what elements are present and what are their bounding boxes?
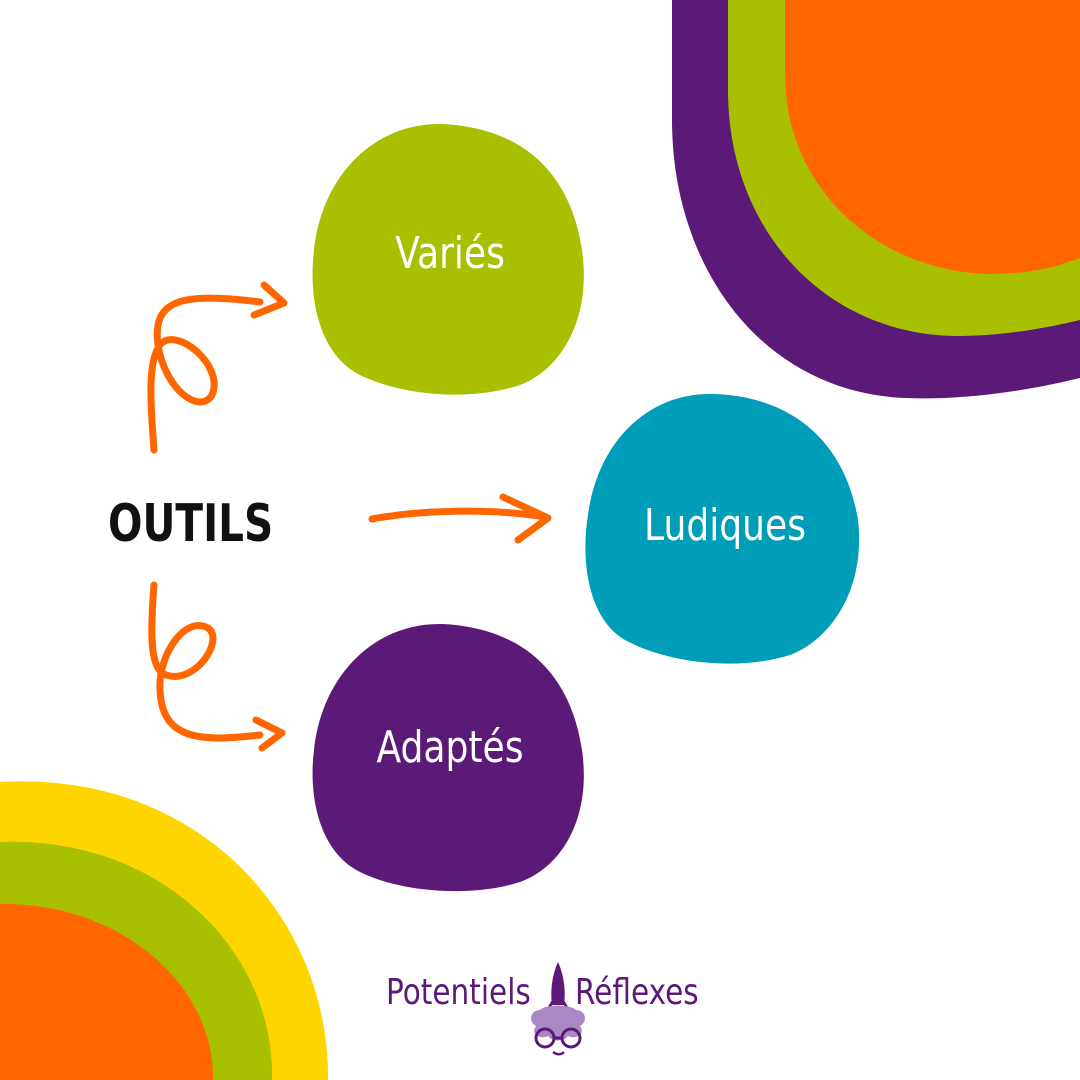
brand-word-potentiels: Potentiels xyxy=(386,972,531,1013)
top-right-rings xyxy=(672,0,1080,399)
node-label-adaptes: Adaptés xyxy=(376,722,524,773)
brand-word-reflexes: Réflexes xyxy=(575,972,699,1013)
bottom-left-rings xyxy=(0,781,329,1080)
ring-orange xyxy=(785,0,1080,274)
arrow-head-ludiques xyxy=(499,493,552,544)
center-label-outils: OUTILS xyxy=(108,494,274,554)
node-label-varies: Variés xyxy=(395,228,505,279)
blob-varies xyxy=(312,123,584,395)
blob-adaptes xyxy=(312,623,584,892)
arrow-to-ludiques xyxy=(368,507,549,523)
blob-ludiques xyxy=(585,393,860,664)
arrow-head-adaptes xyxy=(252,716,286,752)
ring-orange-bottom xyxy=(0,903,214,1080)
arrow-to-adaptes xyxy=(148,581,264,742)
rocket-brain-glasses-icon xyxy=(531,962,585,1056)
arrow-head-varies xyxy=(250,281,288,319)
arrow-to-varies xyxy=(147,294,264,454)
node-label-ludiques: Ludiques xyxy=(643,500,807,551)
